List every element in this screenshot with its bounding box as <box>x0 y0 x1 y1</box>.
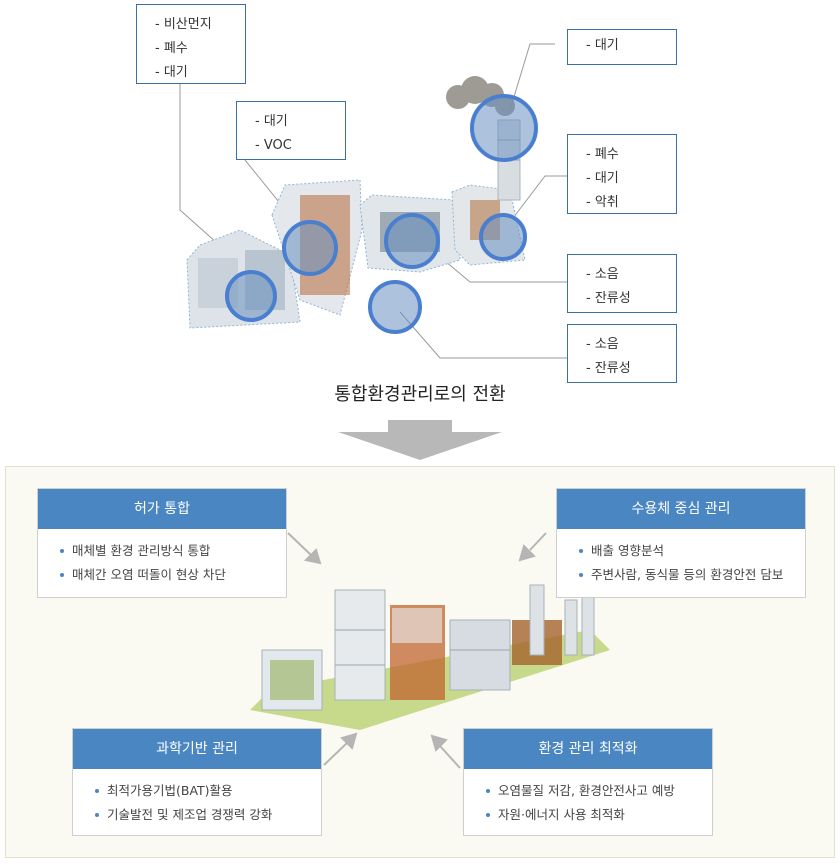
label-item: 소음 <box>586 333 676 357</box>
card-title: 환경 관리 최적화 <box>464 729 712 769</box>
central-plant-illustration <box>250 584 610 730</box>
card-receptor-management: 수용체 중심 관리 배출 영향분석 주변사람, 동식물 등의 환경안전 담보 <box>556 488 806 598</box>
label-box-noise-2: 소음 잔류성 <box>567 324 677 383</box>
card-item: 매체별 환경 관리방식 통합 <box>60 539 286 563</box>
card-item: 자원·에너지 사용 최적화 <box>486 803 712 827</box>
highlight-circle-voc <box>282 220 338 276</box>
highlight-circle-stack <box>470 94 538 162</box>
card-item: 최적가용기법(BAT)활용 <box>95 779 321 803</box>
card-item: 주변사람, 동식물 등의 환경안전 담보 <box>579 563 805 587</box>
card-title: 수용체 중심 관리 <box>557 489 805 529</box>
label-item: 대기 <box>586 34 676 58</box>
label-item: 소음 <box>586 263 676 287</box>
top-plant-illustration <box>179 43 568 359</box>
label-item: 잔류성 <box>586 287 676 311</box>
label-item: 대기 <box>586 167 676 191</box>
label-item: 대기 <box>155 61 245 85</box>
label-item: VOC <box>255 134 345 158</box>
down-arrow-icon <box>338 420 502 460</box>
card-permit-integration: 허가 통합 매체별 환경 관리방식 통합 매체간 오염 떠돌이 현상 차단 <box>37 488 287 598</box>
card-optimization: 환경 관리 최적화 오염물질 저감, 환경안전사고 예방 자원·에너지 사용 최… <box>463 728 713 836</box>
card-item: 오염물질 저감, 환경안전사고 예방 <box>486 779 712 803</box>
label-item: 비산먼지 <box>155 13 245 37</box>
card-item: 매체간 오염 떠돌이 현상 차단 <box>60 563 286 587</box>
label-box-stack: 대기 <box>567 29 677 65</box>
card-science-based: 과학기반 관리 최적가용기법(BAT)활용 기술발전 및 제조업 경쟁력 강화 <box>72 728 322 836</box>
label-item: 폐수 <box>155 37 245 61</box>
label-box-noise-1: 소음 잔류성 <box>567 254 677 313</box>
card-item: 기술발전 및 제조업 경쟁력 강화 <box>95 803 321 827</box>
highlight-circle-fugitive <box>225 270 277 322</box>
label-item: 폐수 <box>586 143 676 167</box>
transition-title: 통합환경관리로의 전환 <box>334 384 506 405</box>
label-box-water: 폐수 대기 악취 <box>567 134 677 214</box>
label-box-fugitive: 비산먼지 폐수 대기 <box>136 4 246 84</box>
label-box-voc: 대기 VOC <box>236 101 346 160</box>
card-title: 허가 통합 <box>38 489 286 529</box>
label-item: 잔류성 <box>586 357 676 381</box>
label-item: 대기 <box>255 110 345 134</box>
card-title: 과학기반 관리 <box>73 729 321 769</box>
highlight-circle-water <box>479 213 527 261</box>
label-item: 악취 <box>586 191 676 215</box>
highlight-circle-noise-2 <box>368 280 422 334</box>
card-item: 배출 영향분석 <box>579 539 805 563</box>
highlight-circle-noise-1 <box>384 213 440 269</box>
